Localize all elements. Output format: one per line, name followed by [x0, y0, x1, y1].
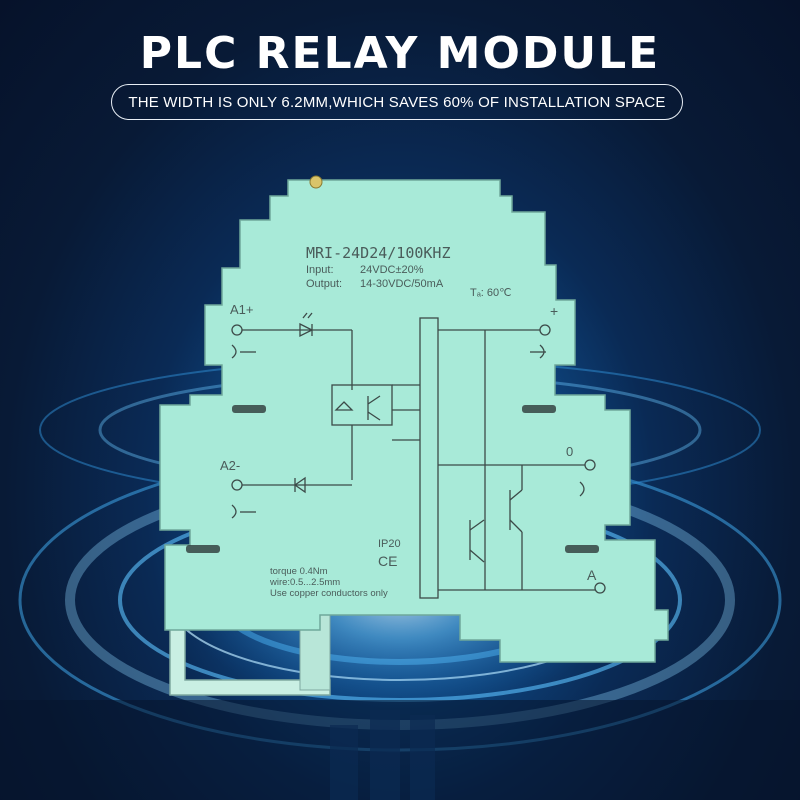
torque-note: torque 0.4Nm: [270, 566, 328, 577]
ip-rating: IP20: [378, 538, 401, 550]
ce-mark: CE: [378, 553, 397, 569]
temperature-rating: Tₐ: 60℃: [470, 287, 512, 299]
subtitle-pill: THE WIDTH IS ONLY 6.2MM,WHICH SAVES 60% …: [111, 84, 683, 120]
terminal-a2-label: A2-: [220, 458, 240, 473]
input-label: Input:: [306, 264, 334, 276]
copper-note: Use copper conductors only: [270, 588, 388, 599]
wire-note: wire:0.5...2.5mm: [269, 577, 340, 588]
input-value: 24VDC±20%: [360, 264, 424, 276]
terminal-zero-label: 0: [566, 444, 573, 459]
terminal-a-label: A: [587, 567, 597, 583]
terminal-plus-label: +: [550, 303, 558, 319]
output-value: 14-30VDC/50mA: [360, 278, 444, 290]
circuit-diagram: [231, 312, 606, 599]
terminal-a1-label: A1+: [230, 302, 254, 317]
page-title: PLC RELAY MODULE: [139, 28, 661, 79]
module-body: [159, 179, 669, 663]
model-number: MRI-24D24/100KHZ: [306, 244, 451, 262]
output-label: Output:: [306, 278, 342, 290]
subtitle-text: THE WIDTH IS ONLY 6.2MM,WHICH SAVES 60% …: [128, 93, 666, 111]
